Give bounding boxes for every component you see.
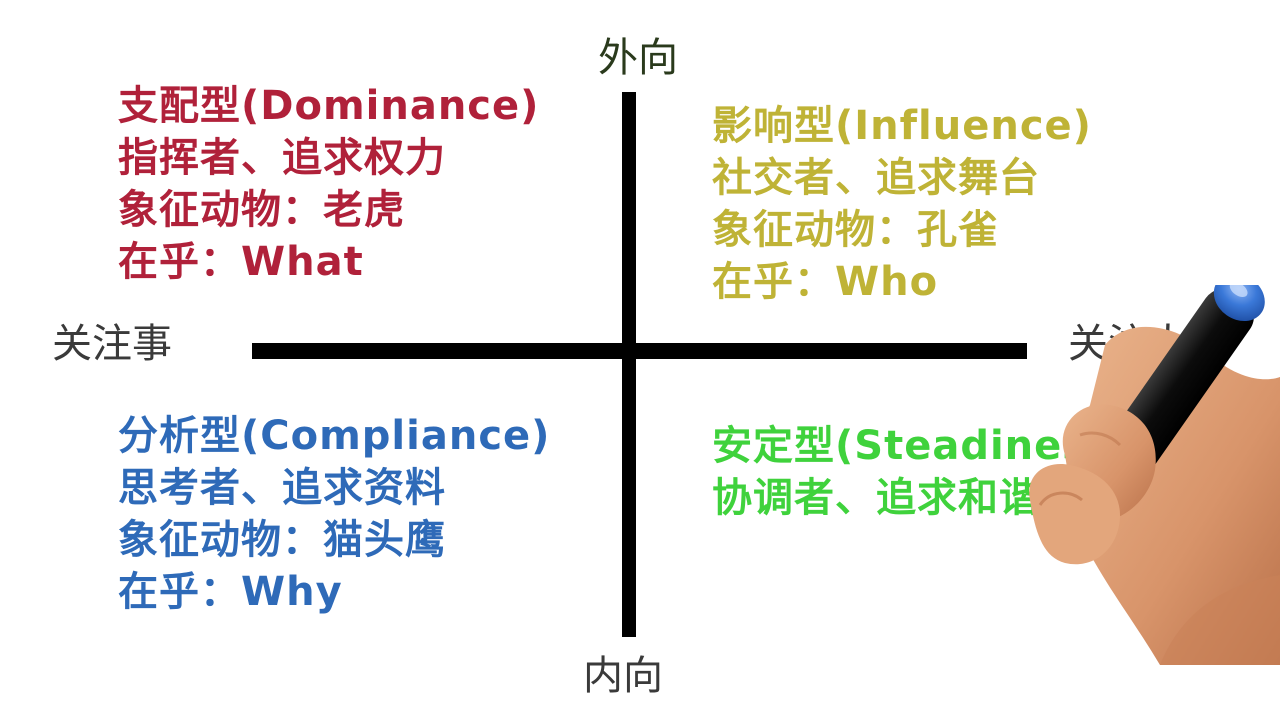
quadrant-steadiness: 安定型(Steadiness) 协调者、追求和谐: [712, 420, 1131, 524]
dominance-care: 在乎：What: [118, 239, 364, 285]
axis-label-task-focus: 关注事: [52, 321, 172, 367]
horizontal-axis: [252, 343, 1027, 359]
quadrant-compliance: 分析型(Compliance) 思考者、追求资料 象征动物：猫头鹰 在乎：Why: [118, 410, 550, 618]
steadiness-role: 协调者、追求和谐: [712, 475, 1040, 521]
influence-animal: 象征动物：孔雀: [712, 207, 999, 253]
compliance-title: 分析型(Compliance): [118, 413, 551, 459]
axis-label-introvert: 内向: [583, 653, 663, 699]
influence-role: 社交者、追求舞台: [712, 155, 1040, 201]
dominance-title: 支配型(Dominance): [118, 83, 540, 129]
hand-holding-marker-icon: [1029, 285, 1280, 665]
influence-care: 在乎：Who: [712, 259, 939, 305]
dominance-role: 指挥者、追求权力: [118, 135, 446, 181]
dominance-animal: 象征动物：老虎: [118, 187, 405, 233]
steadiness-title: 安定型(Steadiness): [712, 423, 1132, 469]
axis-label-extrovert: 外向: [598, 35, 678, 81]
compliance-animal: 象征动物：猫头鹰: [118, 517, 446, 563]
quadrant-dominance: 支配型(Dominance) 指挥者、追求权力 象征动物：老虎 在乎：What: [118, 80, 539, 288]
vertical-axis: [622, 92, 636, 637]
compliance-role: 思考者、追求资料: [118, 465, 446, 511]
quadrant-influence: 影响型(Influence) 社交者、追求舞台 象征动物：孔雀 在乎：Who: [712, 100, 1092, 308]
influence-title: 影响型(Influence): [712, 103, 1092, 149]
compliance-care: 在乎：Why: [118, 569, 343, 615]
